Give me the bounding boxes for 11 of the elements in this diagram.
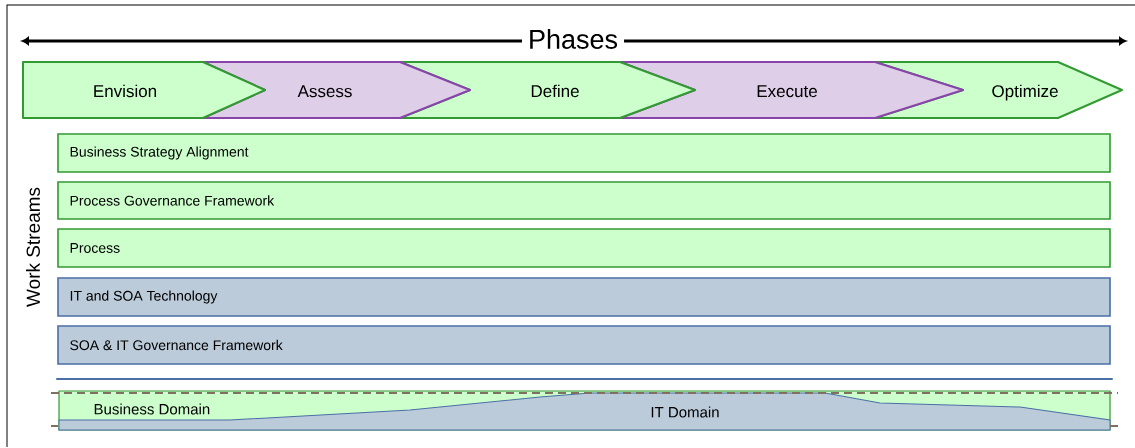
phase-step: Execute: [619, 61, 964, 119]
phase-step: Define: [399, 61, 696, 119]
phase-step: Assess: [202, 61, 471, 119]
work-stream-bar: IT and SOA Technology: [57, 277, 1111, 317]
work-stream-bar: Process Governance Framework: [57, 181, 1111, 220]
work-stream-bar: Process: [57, 228, 1111, 268]
work-stream-bar: SOA & IT Governance Framework: [57, 325, 1111, 365]
work-stream-bar: Business Strategy Alignment: [57, 133, 1111, 173]
axis-label: Work Streams: [26, 187, 40, 307]
phase-step: Optimize: [874, 61, 1123, 119]
title: Phases: [522, 25, 625, 53]
